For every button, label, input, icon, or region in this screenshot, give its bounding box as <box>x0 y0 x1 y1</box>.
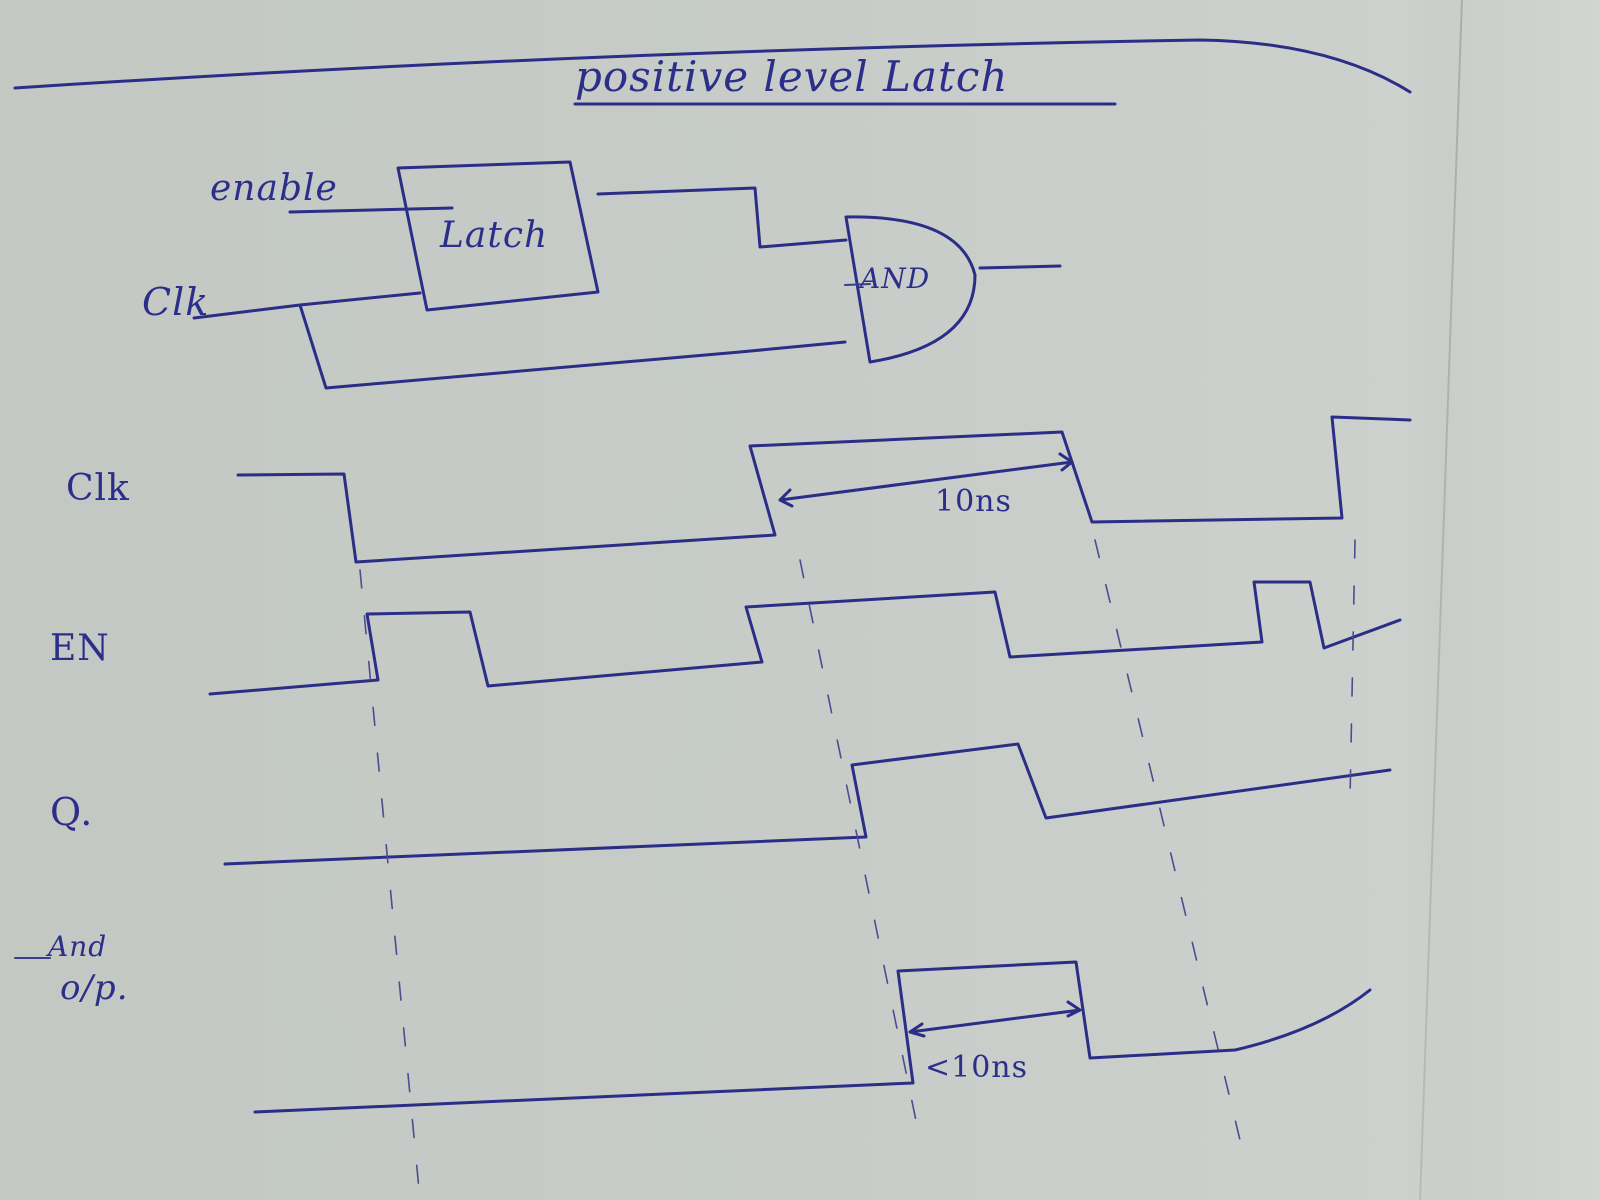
and-gate-label: AND <box>860 262 931 295</box>
guide-line-3 <box>1094 539 1241 1141</box>
clk-wire <box>192 291 422 320</box>
and-op-waveform <box>253 960 1372 1114</box>
page-title: positive level Latch <box>575 52 1009 101</box>
en-waveform <box>208 580 1402 696</box>
signal-label-q: Q. <box>50 790 94 834</box>
clk-period-annotation: 10ns <box>935 484 1012 519</box>
enable-wire <box>288 206 454 214</box>
and-pulse-annotation: <10ns <box>925 1050 1029 1085</box>
guide-line-2 <box>799 559 921 1141</box>
signal-label-and-op-line1: And <box>48 930 108 963</box>
and-mid-tick <box>844 283 871 286</box>
signal-label-and-op-line2: o/p. <box>60 968 129 1008</box>
latch-output-wire <box>596 186 848 249</box>
guide-line-4 <box>1349 539 1356 801</box>
and-output-wire <box>978 264 1062 270</box>
signal-label-clk: Clk <box>66 468 130 509</box>
latch-block-label: Latch <box>440 215 549 256</box>
clk-input-label: Clk <box>142 280 210 324</box>
clk-waveform <box>236 415 1412 564</box>
signal-label-en: EN <box>50 628 110 669</box>
clk-branch-wire <box>298 303 847 390</box>
guide-line-1 <box>359 569 421 1200</box>
q-waveform <box>223 742 1392 866</box>
enable-label: enable <box>210 168 338 209</box>
top-rule-line <box>13 38 1412 94</box>
and-gate <box>844 215 977 364</box>
and-pulse-arrow <box>908 1000 1082 1038</box>
clk-period-arrow <box>778 452 1074 508</box>
latch-block <box>396 160 600 312</box>
